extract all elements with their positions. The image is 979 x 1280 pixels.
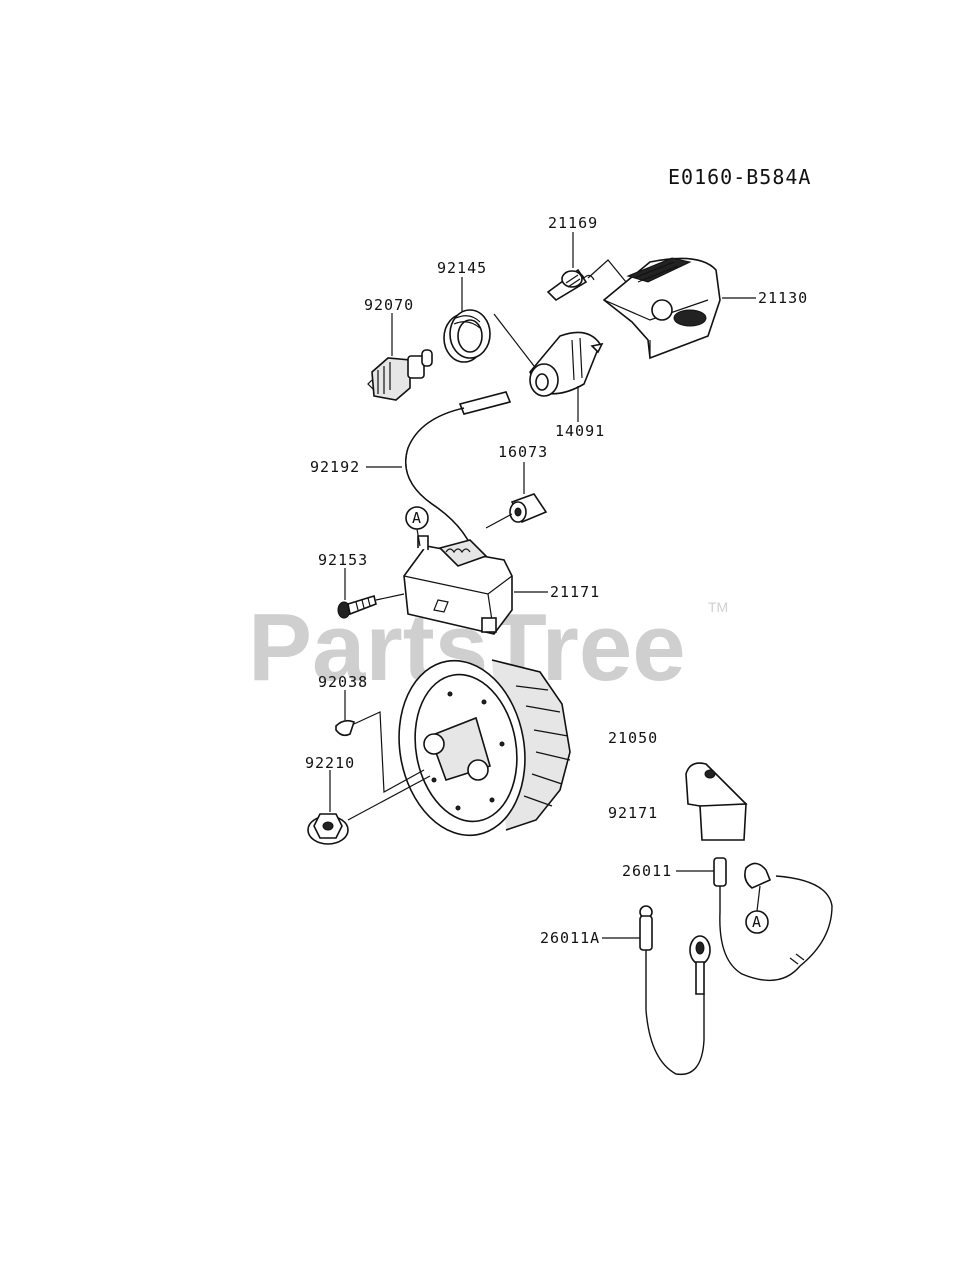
svg-text:A: A [752,913,762,931]
label-21169[interactable]: 21169 [548,214,598,232]
label-92070[interactable]: 92070 [364,296,414,314]
leader-marker-a-lead [756,885,761,912]
leader-92038-to-flywheel [353,711,425,793]
label-92192[interactable]: 92192 [310,458,360,476]
leader-21169-to-cover [587,259,627,283]
diagram-code: E0160-B584A [668,165,811,189]
label-26011[interactable]: 26011 [622,862,672,880]
label-26011A[interactable]: 26011A [540,929,600,947]
label-21130[interactable]: 21130 [758,289,808,307]
part-26011A-ground-lead[interactable] [639,905,711,1076]
part-21169-spring[interactable] [546,268,595,302]
label-21050[interactable]: 21050 [608,729,658,747]
part-92070-spark-plug[interactable] [367,349,433,401]
label-92038[interactable]: 92038 [318,673,368,691]
leader-16073-to-coil [485,513,513,529]
label-92210[interactable]: 92210 [305,754,355,772]
ref-marker-a-coil[interactable]: A [405,506,429,530]
part-92192-lead-tube[interactable] [405,391,512,561]
ref-marker-a-lead[interactable]: A [745,910,769,934]
part-92210-nut[interactable] [307,813,349,845]
svg-text:A: A [412,509,422,527]
part-92145-ring[interactable] [443,309,491,363]
part-92038-key[interactable] [335,719,355,737]
part-92153-bolt[interactable] [337,594,377,619]
leader-92153-to-coil [375,593,405,601]
leader-92145-to-cap [493,313,535,367]
watermark-tm: TM [708,599,728,615]
label-92153[interactable]: 92153 [318,551,368,569]
label-92145[interactable]: 92145 [437,259,487,277]
part-16073-collar[interactable] [509,493,548,524]
label-14091[interactable]: 14091 [555,422,605,440]
part-14091-plug-cap[interactable] [529,331,604,397]
part-21130-cover[interactable] [602,257,721,360]
label-21171[interactable]: 21171 [550,583,600,601]
leader-92210-to-flywheel [347,775,431,821]
part-21050-flywheel[interactable] [386,651,571,846]
part-26011-lead-wire[interactable] [713,857,833,982]
leader-marker-a-coil [416,528,421,547]
part-92171-clamp[interactable] [685,762,748,841]
part-21171-ignition-coil[interactable] [403,535,513,635]
label-92171[interactable]: 92171 [608,804,658,822]
label-16073[interactable]: 16073 [498,443,548,461]
